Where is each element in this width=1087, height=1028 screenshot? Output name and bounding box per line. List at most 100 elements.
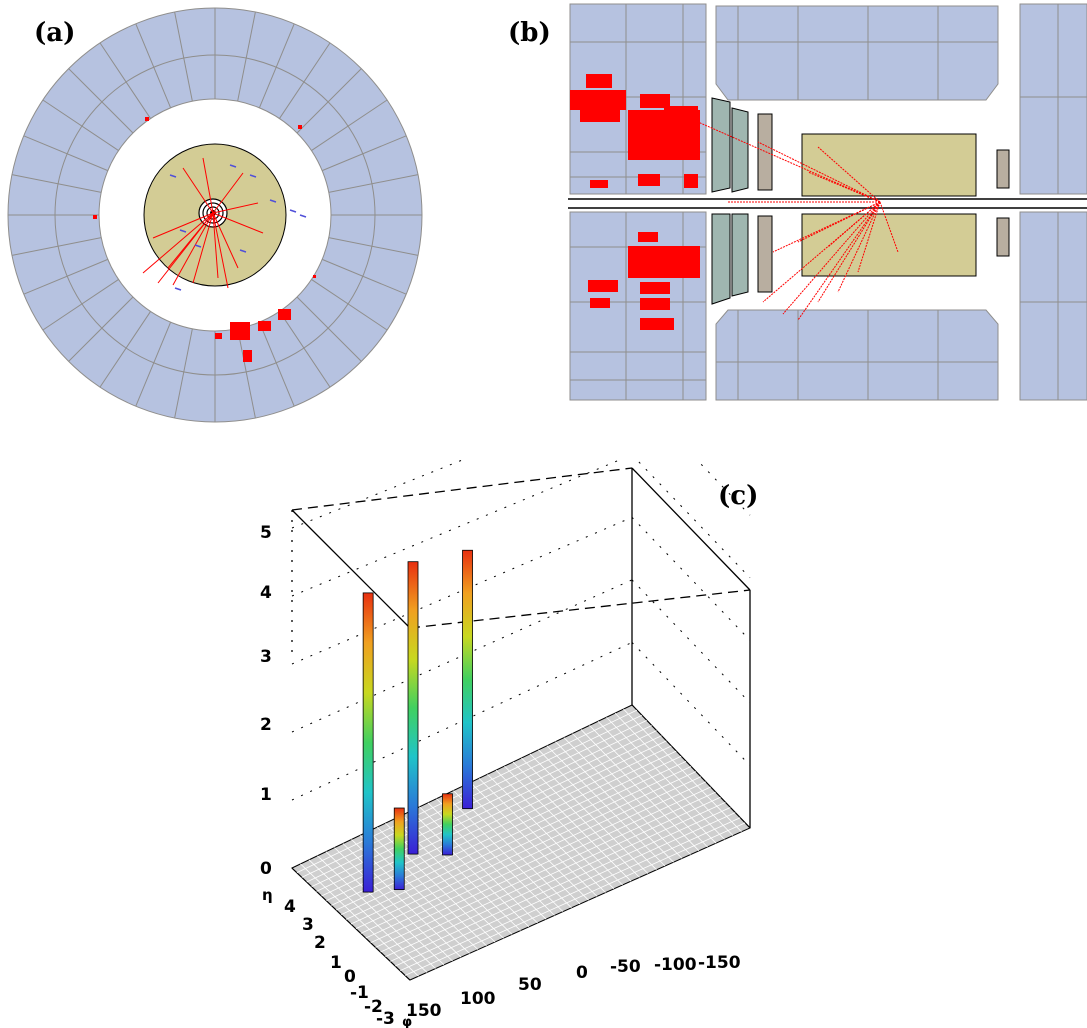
transverse-view bbox=[7, 7, 423, 423]
beam-line bbox=[568, 198, 1087, 209]
mesh-line bbox=[390, 807, 731, 962]
ring-segment bbox=[68, 296, 134, 362]
track bbox=[772, 201, 881, 253]
lego-plot: 0 1 2 3 4 5 4 3 2 1 0 -1 -2 -3 η 150 100… bbox=[260, 460, 751, 1028]
ring-segment bbox=[237, 328, 256, 419]
ring-segment bbox=[279, 42, 331, 119]
eta-tick: 2 bbox=[314, 933, 326, 953]
gridline bbox=[696, 460, 751, 516]
track bbox=[757, 141, 881, 203]
track bbox=[212, 172, 244, 214]
track bbox=[817, 201, 881, 303]
mesh-line bbox=[400, 817, 741, 972]
longitudinal-view bbox=[568, 3, 1087, 401]
ring-segment bbox=[279, 311, 331, 388]
track bbox=[857, 201, 881, 273]
endcap-calorimeter-right bbox=[1019, 3, 1087, 401]
ring-segment bbox=[328, 237, 419, 256]
ring-segment bbox=[258, 321, 295, 407]
z-tick: 5 bbox=[260, 523, 272, 543]
ring-segment bbox=[296, 68, 362, 134]
ring-segment bbox=[296, 296, 362, 362]
z-tick: 3 bbox=[260, 647, 272, 667]
track bbox=[172, 212, 214, 286]
track bbox=[192, 212, 214, 284]
inner-tracker-volume bbox=[801, 133, 977, 277]
ring-segment bbox=[23, 258, 109, 295]
phi-tick: 100 bbox=[460, 989, 496, 1009]
ring-segment bbox=[135, 23, 172, 109]
mesh-line bbox=[365, 781, 706, 939]
mesh-line bbox=[395, 812, 736, 967]
gridline bbox=[291, 460, 464, 529]
eta-tick: 0 bbox=[344, 967, 356, 987]
phi-tick: -50 bbox=[610, 957, 641, 977]
mesh-line bbox=[360, 776, 702, 934]
phi-tick: -150 bbox=[698, 953, 741, 973]
tower bbox=[407, 561, 419, 855]
hit bbox=[174, 287, 182, 291]
gridline bbox=[291, 516, 633, 665]
track bbox=[212, 202, 259, 214]
track bbox=[212, 212, 264, 234]
ring-segment bbox=[42, 279, 119, 331]
endcap-energy-deposits bbox=[570, 74, 700, 330]
mesh-line bbox=[375, 791, 716, 948]
eta-tick: -1 bbox=[350, 983, 369, 1003]
track bbox=[782, 201, 881, 315]
tower bbox=[362, 592, 374, 893]
ring-segment bbox=[258, 23, 295, 109]
mesh-line bbox=[336, 750, 677, 911]
particle-tracks-side bbox=[697, 121, 899, 321]
track bbox=[152, 212, 214, 239]
floor-mesh bbox=[296, 708, 746, 977]
mesh-line bbox=[321, 735, 662, 897]
tower bbox=[442, 793, 453, 856]
z-tick: 2 bbox=[260, 715, 272, 735]
phi-axis-label: φ bbox=[402, 1015, 412, 1028]
hit bbox=[239, 249, 247, 253]
phi-tick: -100 bbox=[654, 955, 697, 975]
ring-segment bbox=[42, 99, 119, 151]
barrel-calorimeter-top bbox=[715, 5, 999, 101]
eta-axis-label: η bbox=[262, 886, 273, 904]
ring-segment bbox=[99, 311, 151, 388]
gridline bbox=[631, 516, 751, 641]
mesh-line bbox=[370, 786, 711, 944]
track bbox=[817, 146, 881, 203]
track bbox=[182, 167, 214, 214]
ring-segment bbox=[237, 11, 256, 102]
gridline bbox=[631, 579, 751, 704]
eta-axis-ticks: 4 3 2 1 0 -1 -2 -3 bbox=[284, 897, 395, 1028]
ring-segment bbox=[68, 68, 134, 134]
muon-chambers bbox=[757, 113, 1010, 293]
barrel-calorimeter-bottom bbox=[715, 309, 999, 401]
hit bbox=[269, 199, 277, 203]
ring-segment bbox=[311, 99, 388, 151]
mesh-line bbox=[326, 740, 667, 902]
z-axis-ticks: 0 1 2 3 4 5 bbox=[260, 523, 272, 879]
track bbox=[212, 212, 219, 279]
particle-tracks bbox=[142, 157, 307, 291]
panel-label-a: (a) bbox=[34, 18, 76, 48]
hit bbox=[229, 164, 237, 168]
z-tick: 1 bbox=[260, 785, 272, 805]
gridline bbox=[636, 460, 751, 579]
floor-grid bbox=[291, 704, 751, 981]
mesh-line bbox=[331, 745, 672, 906]
phi-tick: 50 bbox=[518, 975, 542, 995]
energy-towers bbox=[362, 549, 473, 893]
hit bbox=[179, 229, 187, 233]
hit bbox=[299, 214, 307, 218]
track bbox=[697, 121, 881, 203]
eta-tick: 3 bbox=[302, 915, 314, 935]
eta-tick: -3 bbox=[376, 1009, 395, 1028]
track bbox=[807, 171, 881, 203]
mesh-line bbox=[355, 771, 697, 930]
ring-segment bbox=[321, 258, 407, 295]
gridline bbox=[291, 460, 621, 597]
hit bbox=[249, 174, 257, 178]
track bbox=[212, 212, 239, 269]
energy-deposits bbox=[93, 117, 316, 362]
phi-tick: 0 bbox=[576, 963, 588, 983]
